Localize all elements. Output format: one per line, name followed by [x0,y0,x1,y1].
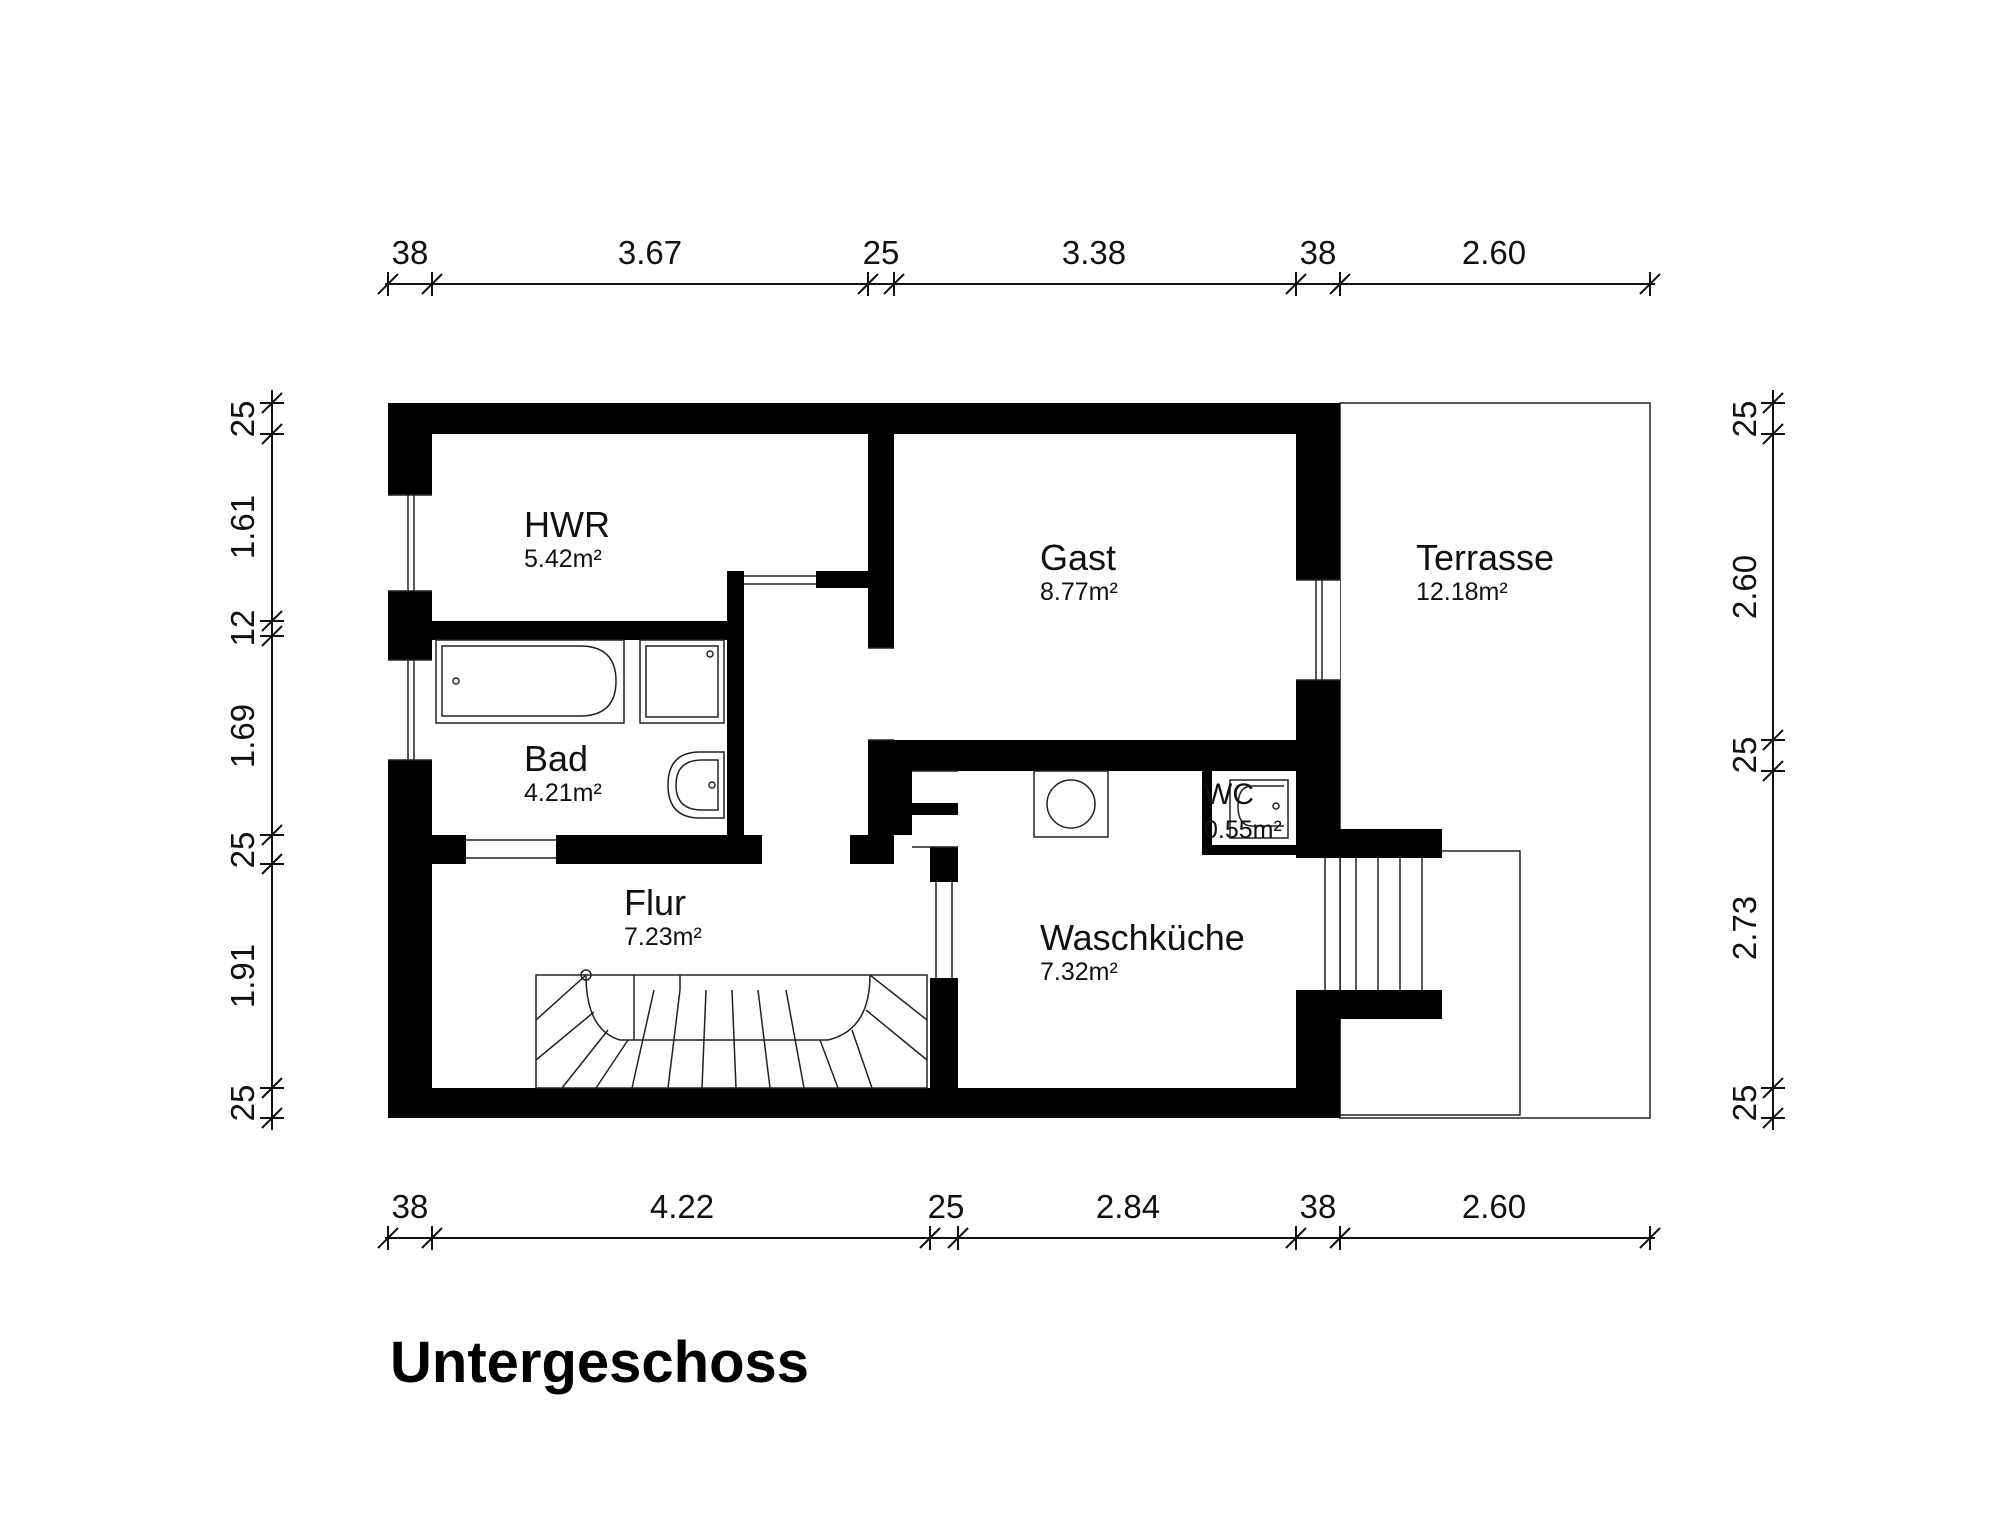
dim-top-1: 38 [392,234,429,271]
fixtures [435,639,1423,1089]
dim-left-3: 12 [224,610,261,647]
floor-title: Untergeschoss [390,1330,809,1395]
room-area-hwr: 5.42m² [524,545,602,573]
room-name-terrasse: Terrasse [1416,537,1554,578]
sink-icon [667,751,725,819]
room-labels: HWR 5.42m² Gast 8.77m² Terrasse 12.18m² … [524,504,1554,986]
wc-sink-icon [1229,779,1289,839]
dim-top-4: 3.38 [1062,234,1126,271]
dim-bottom-3: 25 [928,1188,965,1225]
dimension-right: 25 2.60 25 2.73 25 [1726,390,1785,1130]
room-name-bad: Bad [524,738,588,779]
dim-top-2: 3.67 [618,234,682,271]
dim-left-7: 25 [224,1085,261,1122]
room-name-gast: Gast [1040,537,1116,578]
terrace-steps [1355,858,1423,990]
dim-right-1: 25 [1726,401,1763,438]
dim-top-6: 2.60 [1462,234,1526,271]
staircase [535,969,928,1089]
room-area-waschkueche: 7.32m² [1040,958,1118,986]
room-area-flur: 7.23m² [624,923,702,951]
shower-icon [639,639,725,724]
dim-left-2: 1.61 [224,495,261,559]
room-name-waschkueche: Waschküche [1040,917,1245,958]
room-area-terrasse: 12.18m² [1416,578,1508,606]
dimension-left: 25 1.61 12 1.69 25 1.91 25 [224,390,284,1130]
room-name-wc: WC [1204,778,1254,811]
room-area-bad: 4.21m² [524,779,602,807]
dim-left-4: 1.69 [224,704,261,768]
washing-machine-icon [1033,770,1109,838]
bathtub-icon [435,639,625,724]
dim-bottom-2: 4.22 [650,1188,714,1225]
dim-bottom-5: 38 [1300,1188,1337,1225]
room-area-wc: 0.55m² [1204,816,1282,844]
dim-top-5: 38 [1300,234,1337,271]
dim-bottom-1: 38 [392,1188,429,1225]
room-name-flur: Flur [624,882,686,923]
dim-top-3: 25 [863,234,900,271]
room-name-hwr: HWR [524,504,610,545]
dimension-bottom: 38 4.22 25 2.84 38 2.60 [377,1188,1661,1250]
room-area-gast: 8.77m² [1040,578,1118,606]
dim-left-5: 25 [224,832,261,869]
openings [388,494,1341,990]
dim-bottom-6: 2.60 [1462,1188,1526,1225]
dim-left-1: 25 [224,401,261,438]
dim-right-2: 2.60 [1726,555,1763,619]
dim-right-5: 25 [1726,1085,1763,1122]
dim-right-3: 25 [1726,737,1763,774]
dim-bottom-4: 2.84 [1096,1188,1160,1225]
dimension-top: 38 3.67 25 3.38 38 2.60 [377,234,1661,296]
dim-left-6: 1.91 [224,944,261,1008]
dim-right-4: 2.73 [1726,896,1763,960]
